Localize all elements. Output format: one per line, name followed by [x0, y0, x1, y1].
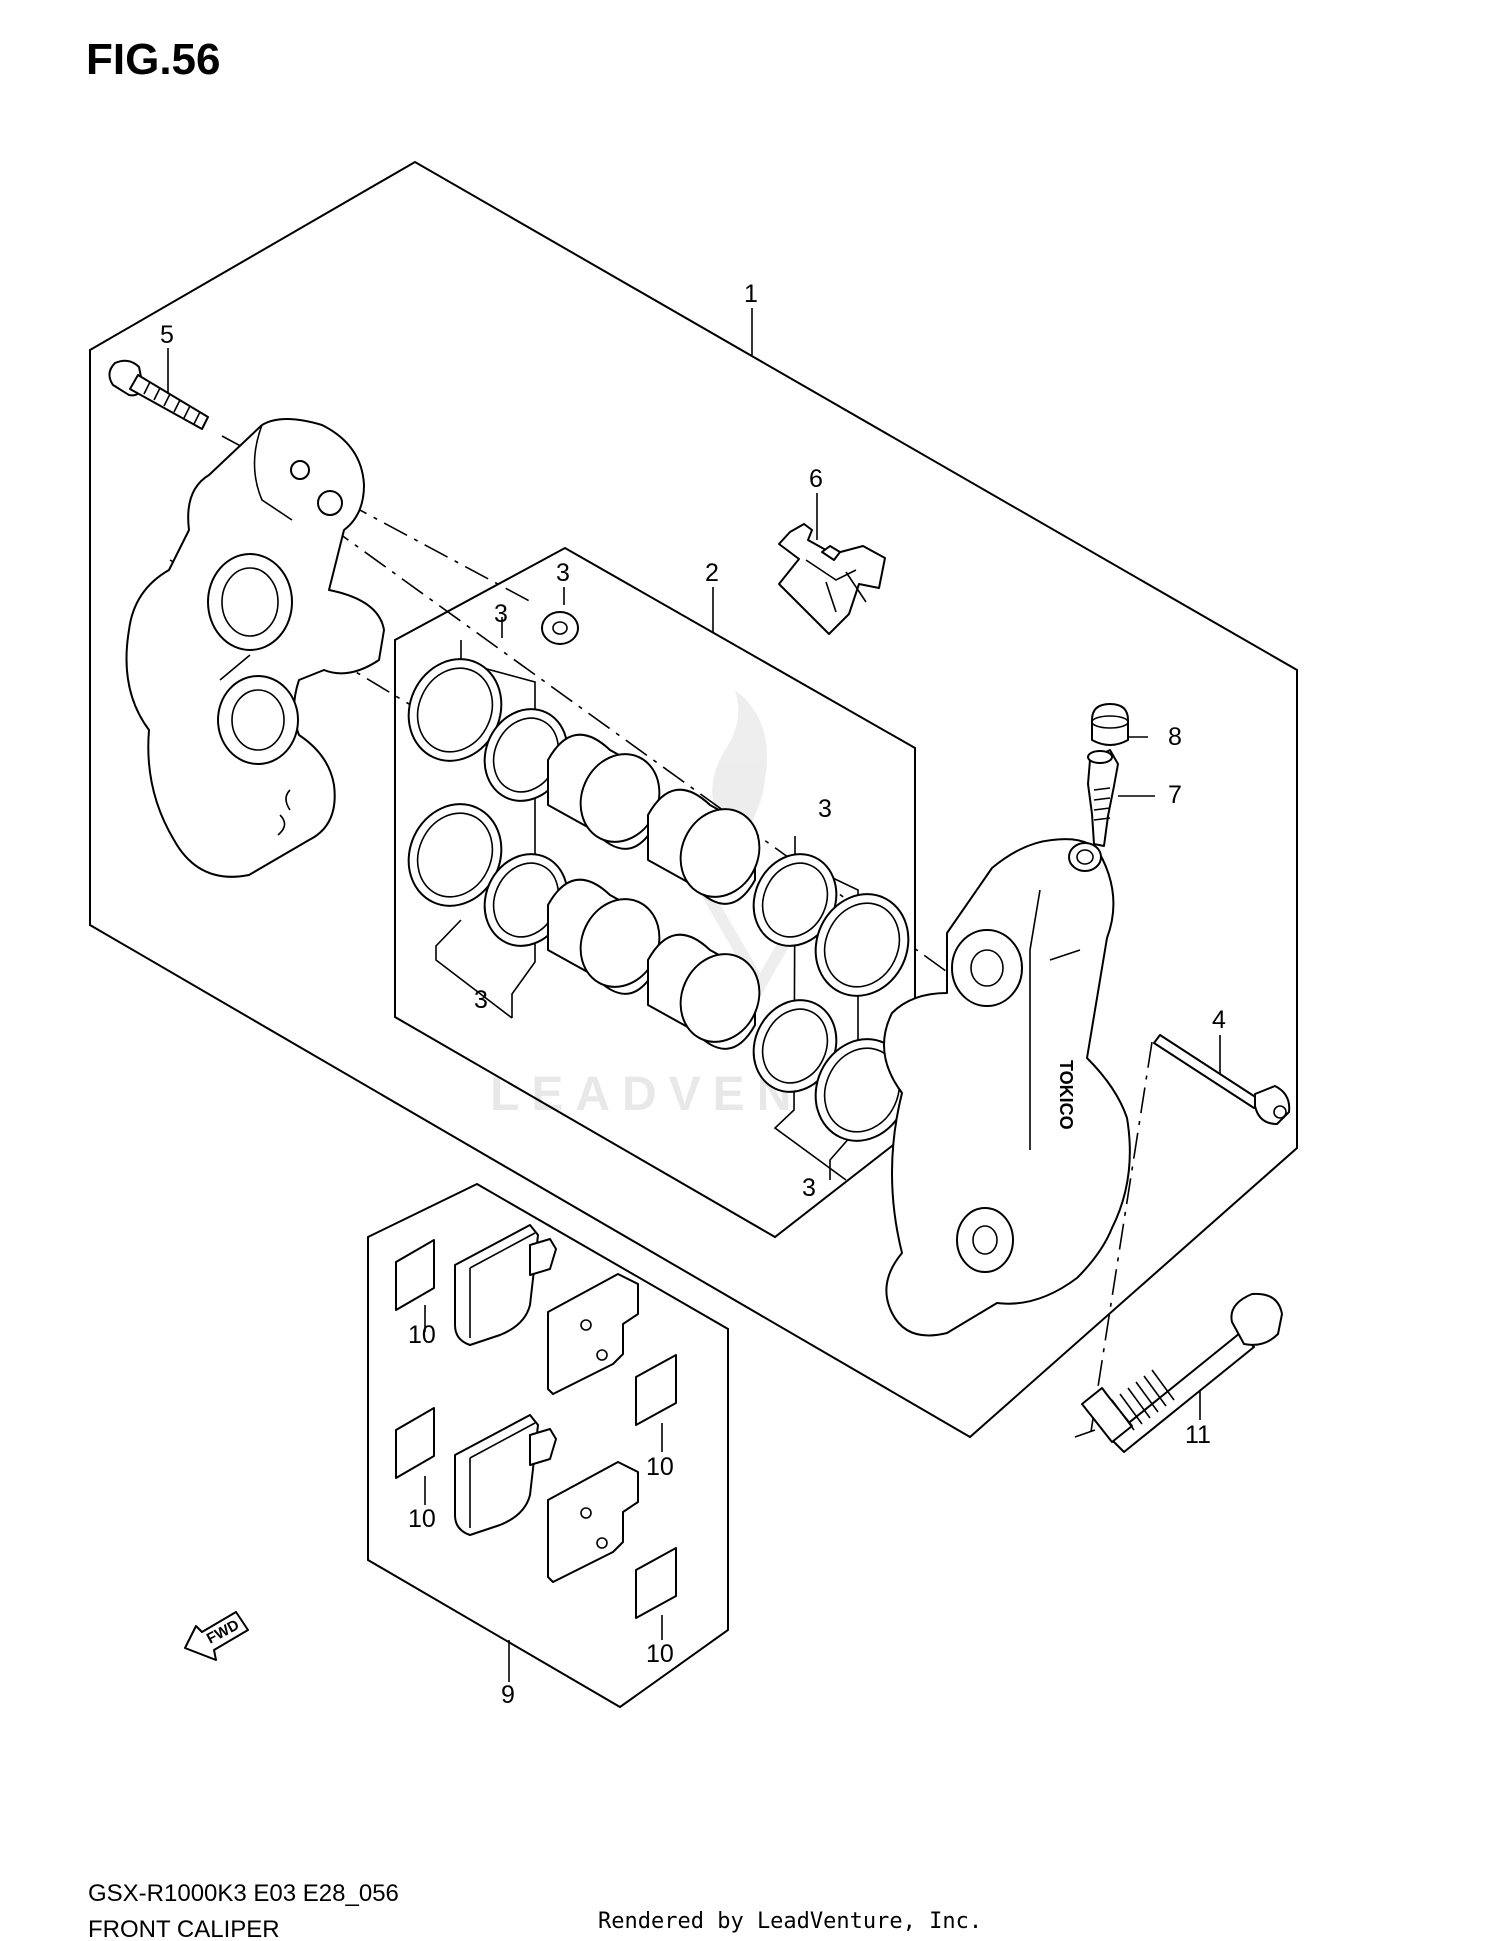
callout-10-b: 10 [646, 1453, 674, 1481]
figure-title: FIG.56 [86, 35, 221, 84]
callout-11: 11 [1185, 1421, 1211, 1449]
forward-arrow-icon: FWD [184, 1611, 249, 1661]
callout-4: 4 [1212, 1006, 1226, 1034]
pad-spring-6 [778, 523, 886, 635]
callout-labels: 1 5 6 3 2 3 8 7 3 3 4 3 10 10 10 10 11 9 [160, 280, 1226, 1709]
assembly-1-outline [89, 160, 1298, 1439]
callout-10-c: 10 [408, 1505, 436, 1533]
left-caliper-body [125, 418, 385, 878]
bleeder-cap-8 [1091, 703, 1129, 746]
washer-3 [541, 611, 579, 645]
model-code: GSX-R1000K3 E03 E28_056 [88, 1880, 399, 1907]
right-caliper-body: TOKICO [883, 838, 1131, 1337]
assembly-9-outline [367, 1182, 729, 1709]
caliper-brand-text: TOKICO [1056, 1060, 1076, 1130]
shims-10 [395, 1239, 677, 1619]
callout-10-a: 10 [408, 1321, 436, 1349]
callout-9: 9 [501, 1681, 515, 1709]
assembly-name: FRONT CALIPER [88, 1916, 280, 1941]
bleeder-valve-7 [1087, 749, 1119, 847]
callout-10-d: 10 [646, 1640, 674, 1668]
credit-line: Rendered by LeadVenture, Inc. [598, 1909, 982, 1934]
callout-3-upper-left: 3 [494, 600, 508, 628]
callout-8: 8 [1168, 723, 1182, 751]
callout-3-lower-right: 3 [802, 1174, 816, 1202]
callout-3-upper-right: 3 [818, 795, 832, 823]
pistons [547, 733, 761, 1050]
callout-3-lower-left: 3 [474, 986, 488, 1014]
brake-pads [454, 1224, 639, 1583]
callout-7: 7 [1168, 781, 1182, 809]
leader-lines [167, 308, 1221, 1682]
callout-1: 1 [744, 280, 758, 308]
callout-2: 2 [705, 559, 719, 587]
mounting-bolt-11 [1081, 1292, 1283, 1453]
piston-seals-left [407, 658, 569, 947]
callout-5: 5 [160, 321, 174, 349]
callout-6: 6 [809, 465, 823, 493]
callout-3-washer: 3 [556, 559, 570, 587]
bolt-5 [108, 359, 209, 430]
pad-pin-4 [1153, 1034, 1291, 1125]
